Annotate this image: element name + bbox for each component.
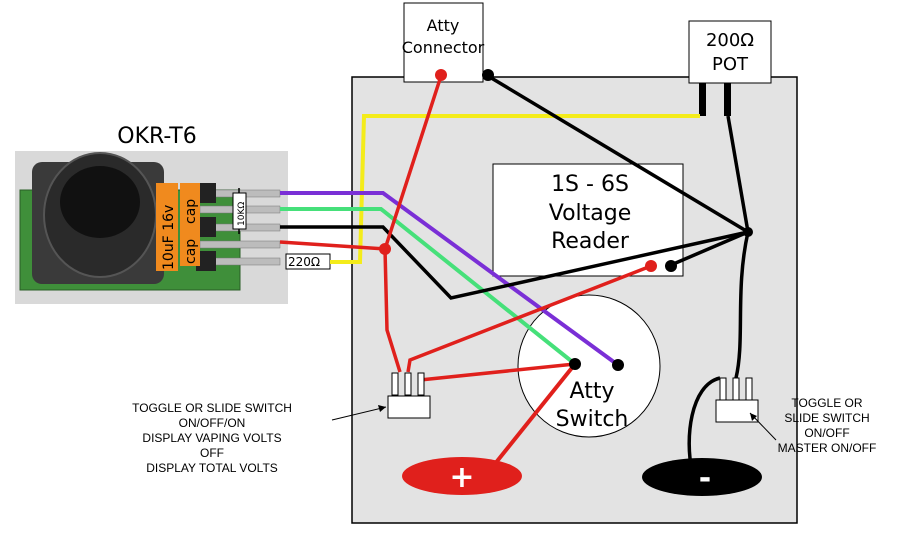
wire-red-plus [488, 362, 577, 472]
pot-leg-1 [699, 83, 706, 116]
left-note-arrow [331, 406, 387, 421]
wire-black-module [280, 225, 749, 300]
okr-module-coil-top [60, 166, 140, 238]
atty-red-terminal [435, 69, 447, 81]
left-note-arrowhead [378, 405, 386, 412]
voltage-reader-box [492, 163, 684, 277]
right-slide-switch [715, 377, 759, 423]
voltage-reader-line3: Reader [551, 229, 630, 254]
cap-2-label: cap [183, 199, 199, 224]
battery-minus-terminal [642, 458, 762, 496]
resistor-10k-label: 10KΩ [237, 202, 247, 226]
right-note-line1: TOGGLE OR [791, 396, 862, 410]
module-label: OKR-T6 [117, 124, 197, 149]
atty-switch-line1: Atty [570, 379, 615, 404]
battery-plus-label: + [449, 460, 474, 495]
atty-connector-line2: Connector [402, 38, 485, 57]
atty-switch-line2: Switch [556, 407, 629, 432]
pot-line1: 200Ω [706, 30, 754, 51]
left-note-line4: OFF [200, 446, 224, 460]
black-junction-node [743, 227, 753, 237]
battery-plus-terminal [402, 457, 522, 495]
right-switch-note: TOGGLE OR SLIDE SWITCH ON/OFF MASTER ON/… [778, 396, 877, 455]
wire-black-atty [487, 74, 749, 234]
atty-connector-box [403, 2, 484, 83]
left-note-line5: DISPLAY TOTAL VOLTS [146, 461, 278, 475]
atty-switch-circle [517, 294, 661, 438]
left-slide-switch [387, 372, 431, 419]
wire-red-switch [419, 362, 576, 382]
wire-red-module [279, 240, 402, 373]
cap-10uf-label: 10uF 16v [161, 205, 177, 270]
reader-black-terminal [665, 260, 677, 272]
pot-line2: POT [712, 54, 749, 75]
wire-red-reader [406, 264, 652, 373]
left-note-line2: ON/OFF/ON [179, 416, 246, 430]
left-note-line3: DISPLAY VAPING VOLTS [142, 431, 281, 445]
right-note-line4: MASTER ON/OFF [778, 441, 877, 455]
voltage-reader-line2: Voltage [549, 201, 632, 226]
right-note-arrowhead [750, 413, 757, 421]
atty-black-terminal [482, 69, 494, 81]
atty-connector-line1: Atty [427, 16, 460, 35]
wire-black-right-switch [734, 231, 750, 379]
cap-10uf [156, 183, 178, 271]
wire-black-reader [670, 230, 749, 267]
wire-red-atty [383, 75, 443, 250]
wire-green [280, 207, 577, 366]
cap-3-label: cap [183, 239, 199, 264]
atty-switch-terminal-1 [569, 358, 581, 370]
pot-box [688, 20, 772, 84]
voltage-reader-line1: 1S - 6S [551, 172, 629, 197]
right-note-line2: SLIDE SWITCH [784, 411, 869, 425]
wire-black-pot [726, 115, 750, 233]
wire-yellow [330, 114, 700, 264]
resistor-220-label: 220Ω [288, 255, 320, 269]
left-note-line1: TOGGLE OR SLIDE SWITCH [132, 401, 292, 415]
battery-minus-label: - [699, 461, 711, 496]
reader-red-terminal [645, 260, 657, 272]
red-junction-node [379, 243, 391, 255]
atty-switch-terminal-2 [612, 359, 624, 371]
right-note-line3: ON/OFF [804, 426, 849, 440]
cap-3 [180, 226, 200, 266]
pot-leg-2 [724, 83, 731, 116]
okr-module-pin-headers [196, 183, 216, 271]
cap-2 [180, 183, 200, 230]
left-switch-note: TOGGLE OR SLIDE SWITCH ON/OFF/ON DISPLAY… [132, 401, 292, 475]
